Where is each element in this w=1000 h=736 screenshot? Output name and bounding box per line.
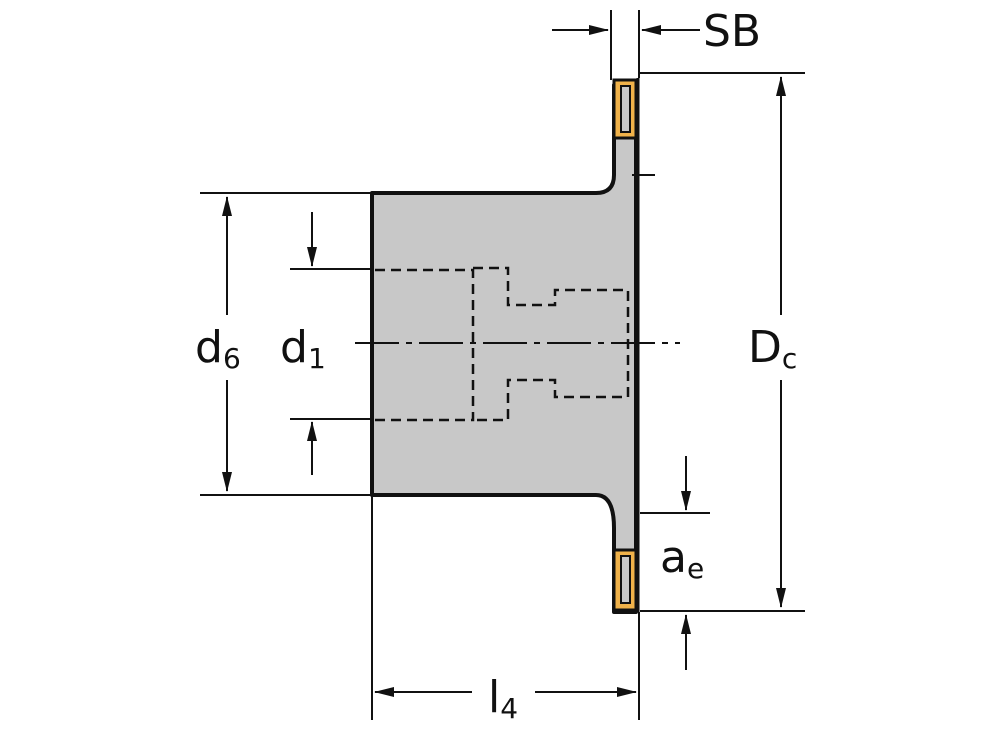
bottom-insert: [612, 548, 638, 612]
l4-label: l4: [488, 672, 518, 725]
sb-label: SB: [703, 6, 761, 57]
ae-label: ae: [660, 532, 704, 585]
dc-label: Dc: [748, 322, 797, 375]
d6-label: d6: [195, 322, 241, 375]
dimension-lines: [222, 25, 786, 697]
cutter-body: [370, 83, 638, 614]
d1-label: d1: [280, 322, 326, 375]
top-insert: [612, 78, 638, 140]
extension-lines: [200, 10, 805, 720]
